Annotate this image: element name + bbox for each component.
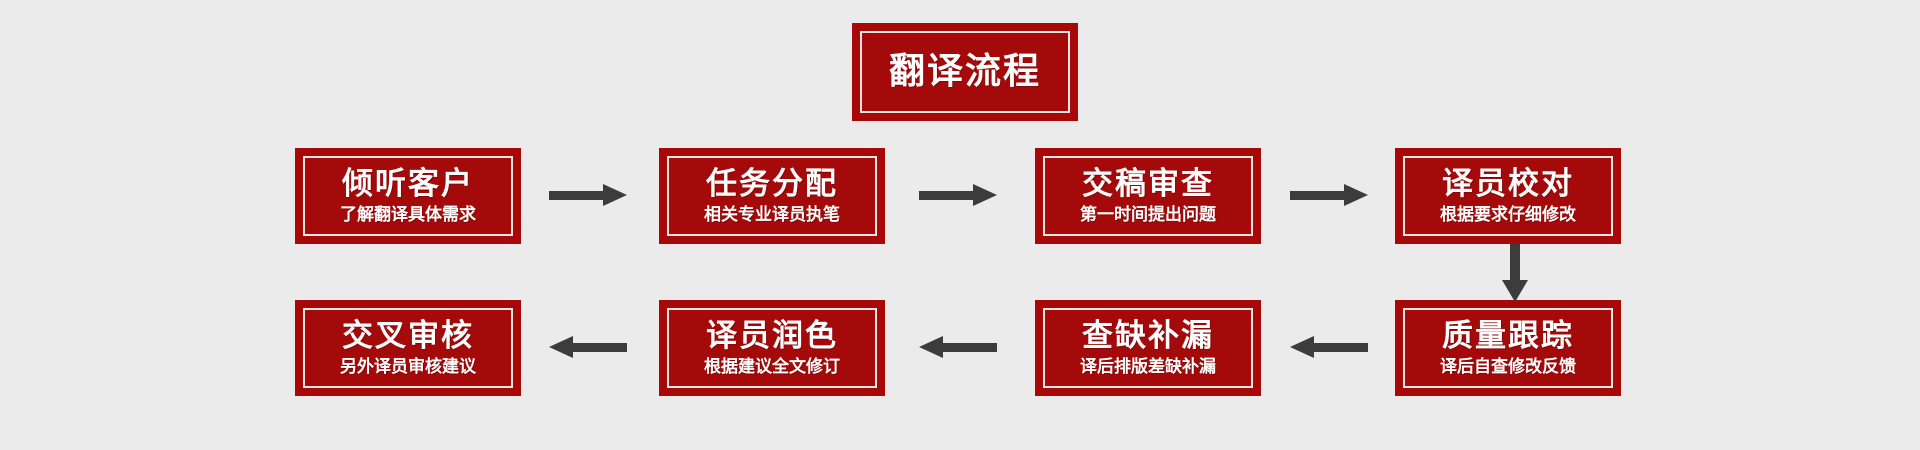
step-5-subtitle: 译后自查修改反馈 <box>1440 356 1576 377</box>
heading-title: 翻译流程 <box>888 51 1041 92</box>
heading-text-stack: 翻译流程 <box>860 54 1070 90</box>
flow-step-5[interactable]: 质量跟踪 译后自查修改反馈 <box>1395 300 1621 396</box>
step-1-title: 倾听客户 <box>342 165 474 202</box>
step-4-title: 译员校对 <box>1442 165 1574 202</box>
step-7-subtitle: 根据建议全文修订 <box>704 356 840 377</box>
step-7-text-stack: 译员润色 根据建议全文修订 <box>667 317 877 377</box>
step-5-text-stack: 质量跟踪 译后自查修改反馈 <box>1403 317 1613 377</box>
arrow-head-icon <box>603 184 627 206</box>
arrow-shaft <box>1290 191 1346 200</box>
arrow-head-icon <box>919 336 943 358</box>
connector-arrow-right-3 <box>1290 182 1368 208</box>
connector-arrow-right-1 <box>549 182 627 208</box>
flow-step-1[interactable]: 倾听客户 了解翻译具体需求 <box>295 148 521 244</box>
arrow-head-icon <box>549 336 573 358</box>
arrow-shaft <box>1312 343 1368 352</box>
step-3-text-stack: 交稿审查 第一时间提出问题 <box>1043 165 1253 225</box>
arrow-head-icon <box>1502 280 1528 302</box>
step-1-subtitle: 了解翻译具体需求 <box>340 204 476 225</box>
step-7-title: 译员润色 <box>706 317 838 354</box>
flow-step-4[interactable]: 译员校对 根据要求仔细修改 <box>1395 148 1621 244</box>
step-4-text-stack: 译员校对 根据要求仔细修改 <box>1403 165 1613 225</box>
step-8-text-stack: 交叉审核 另外译员审核建议 <box>303 317 513 377</box>
step-3-subtitle: 第一时间提出问题 <box>1080 204 1216 225</box>
arrow-shaft <box>941 343 997 352</box>
step-6-title: 查缺补漏 <box>1082 317 1214 354</box>
step-3-title: 交稿审查 <box>1082 165 1214 202</box>
arrow-shaft <box>571 343 627 352</box>
flow-step-8[interactable]: 交叉审核 另外译员审核建议 <box>295 300 521 396</box>
connector-arrow-down <box>1502 244 1528 302</box>
connector-arrow-left-2 <box>919 334 997 360</box>
arrow-shaft <box>549 191 605 200</box>
step-6-text-stack: 查缺补漏 译后排版差缺补漏 <box>1043 317 1253 377</box>
arrow-head-icon <box>1290 336 1314 358</box>
arrow-shaft <box>1510 244 1520 282</box>
step-8-title: 交叉审核 <box>342 317 474 354</box>
step-2-title: 任务分配 <box>706 165 838 202</box>
arrow-head-icon <box>1344 184 1368 206</box>
connector-arrow-right-2 <box>919 182 997 208</box>
arrow-head-icon <box>973 184 997 206</box>
connector-arrow-left-1 <box>1290 334 1368 360</box>
step-2-text-stack: 任务分配 相关专业译员执笔 <box>667 165 877 225</box>
flowchart-heading-box: 翻译流程 <box>852 23 1078 121</box>
flow-step-3[interactable]: 交稿审查 第一时间提出问题 <box>1035 148 1261 244</box>
step-4-subtitle: 根据要求仔细修改 <box>1440 204 1576 225</box>
flow-step-7[interactable]: 译员润色 根据建议全文修订 <box>659 300 885 396</box>
step-6-subtitle: 译后排版差缺补漏 <box>1080 356 1216 377</box>
arrow-shaft <box>919 191 975 200</box>
step-5-title: 质量跟踪 <box>1442 317 1574 354</box>
connector-arrow-left-3 <box>549 334 627 360</box>
flow-step-2[interactable]: 任务分配 相关专业译员执笔 <box>659 148 885 244</box>
step-2-subtitle: 相关专业译员执笔 <box>704 204 840 225</box>
step-1-text-stack: 倾听客户 了解翻译具体需求 <box>303 165 513 225</box>
step-8-subtitle: 另外译员审核建议 <box>340 356 476 377</box>
flow-step-6[interactable]: 查缺补漏 译后排版差缺补漏 <box>1035 300 1261 396</box>
